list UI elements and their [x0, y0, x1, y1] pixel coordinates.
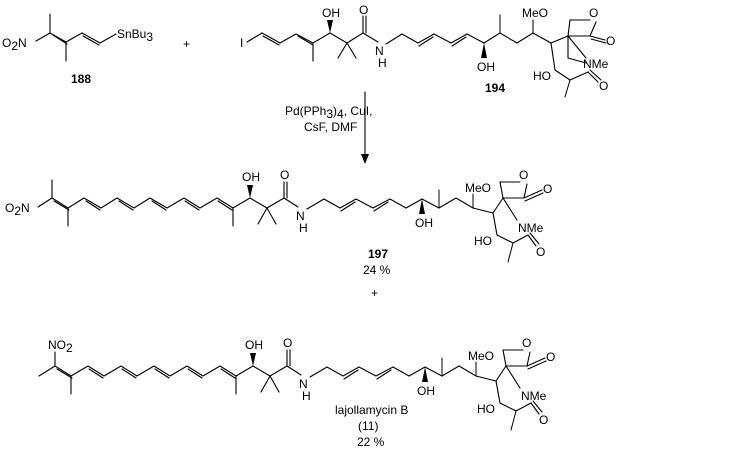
oh-label-197: OH: [242, 170, 260, 184]
no2-label-197: O2N: [5, 201, 30, 218]
lactone-o-label: O: [606, 34, 615, 48]
plus-sign-2: +: [371, 286, 378, 300]
carbonyl-o-197: O: [280, 168, 289, 182]
carbonyl-o-label: O: [359, 3, 368, 17]
plus-sign-1: +: [183, 37, 190, 51]
lajollamycin-b-structure: NO2 OH O N H OH MeO: [38, 336, 555, 449]
oh-label-197b: OH: [415, 216, 433, 230]
nh-label-197: N: [296, 209, 305, 223]
compound-194-label: 194: [485, 81, 505, 95]
oh-label: OH: [322, 6, 340, 20]
nh-h-label: H: [378, 56, 387, 70]
compound-197-structure: O2N OH O N H OH MeO: [5, 168, 552, 277]
oh-label-11: OH: [245, 338, 263, 352]
lactone-o-11: O: [546, 350, 555, 364]
compound-197-yield: 24 %: [363, 263, 391, 277]
oh-label-2: OH: [477, 60, 495, 74]
nme-label-197: NMe: [518, 221, 544, 235]
compound-188-label: 188: [71, 72, 91, 86]
compound-188-structure: O2N SnBu3 188: [2, 13, 153, 86]
sn-label: SnBu3: [117, 27, 153, 44]
reagents-line-1: Pd(PPh3)4, CuI,: [285, 104, 372, 121]
carbonyl-o-11: O: [283, 336, 292, 350]
meo-label-197: MeO: [465, 181, 491, 195]
oh-label-11b: OH: [417, 384, 435, 398]
compound-11-yield: 22 %: [357, 435, 385, 449]
meo-label-11: MeO: [468, 349, 494, 363]
nh-h-label-11: H: [302, 389, 311, 403]
nme-label-11: NMe: [521, 389, 547, 403]
amide-o-11: O: [539, 413, 548, 427]
no2-label: O2N: [2, 36, 27, 53]
reaction-arrow: [361, 91, 369, 164]
amide-o-197: O: [536, 245, 545, 259]
meo-label: MeO: [522, 6, 548, 20]
nh-label-11: N: [299, 377, 308, 391]
nh-h-label-197: H: [299, 221, 308, 235]
compound-194-structure: I OH O N H OH MeO: [240, 3, 615, 98]
lactone-o-197: O: [543, 182, 552, 196]
nh-label: N: [375, 44, 384, 58]
iodo-label: I: [240, 36, 243, 50]
compound-11-label: (11): [358, 419, 378, 433]
no2-label-11: NO2: [48, 338, 73, 355]
lajollamycin-b-name: lajollamycin B: [335, 403, 408, 417]
reagents-line-2: CsF, DMF: [304, 120, 357, 134]
oxetane-o-11: O: [522, 336, 531, 350]
compound-197-label: 197: [368, 247, 388, 261]
amide-o-label: O: [599, 79, 608, 93]
ho-label-197: HO: [474, 234, 492, 248]
nme-label: NMe: [583, 57, 609, 71]
ho-label-11: HO: [477, 402, 495, 416]
oxetane-o-197: O: [519, 168, 528, 182]
ho-label: HO: [533, 69, 551, 83]
oxetane-o-label: O: [589, 6, 598, 20]
